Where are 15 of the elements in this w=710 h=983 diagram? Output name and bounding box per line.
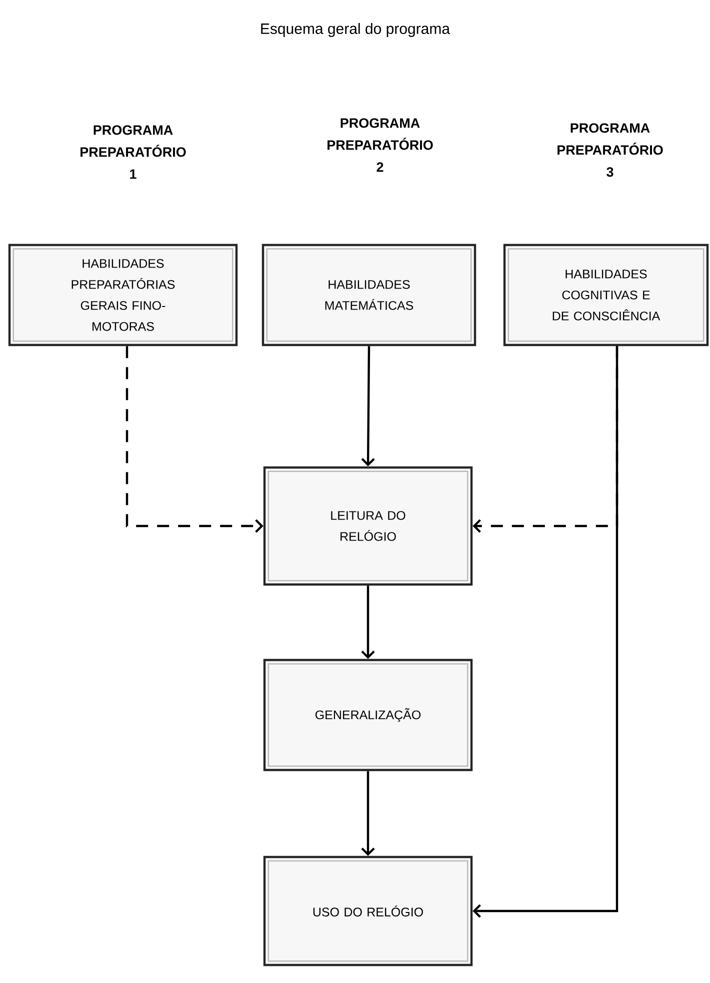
process-box: HABILIDADES COGNITIVAS E DE CONSCIÊNCIA [503, 244, 709, 346]
process-box: HABILIDADES MATEMÁTICAS [262, 244, 476, 346]
arrow [472, 346, 618, 918]
program-heading: PROGRAMA PREPARATÓRIO 1 [80, 125, 186, 179]
program-heading: PROGRAMA PREPARATÓRIO 2 [328, 118, 433, 172]
process-box: GENERALIZAÇÃO [263, 658, 473, 772]
process-box: HABILIDADES PREPARATÓRIAS GERAIS FINO-MOTORAS [8, 244, 238, 346]
arrow [361, 771, 375, 856]
process-box: USO DO RELÓGIO [263, 856, 473, 966]
title: Esquema geral do programa [261, 23, 450, 37]
process-box: LEITURA DO RELÓGIO [263, 466, 473, 586]
arrow [361, 346, 375, 466]
arrow [361, 586, 375, 659]
program-heading: PROGRAMA PREPARATÓRIO 3 [558, 123, 663, 177]
arrow [126, 346, 264, 533]
